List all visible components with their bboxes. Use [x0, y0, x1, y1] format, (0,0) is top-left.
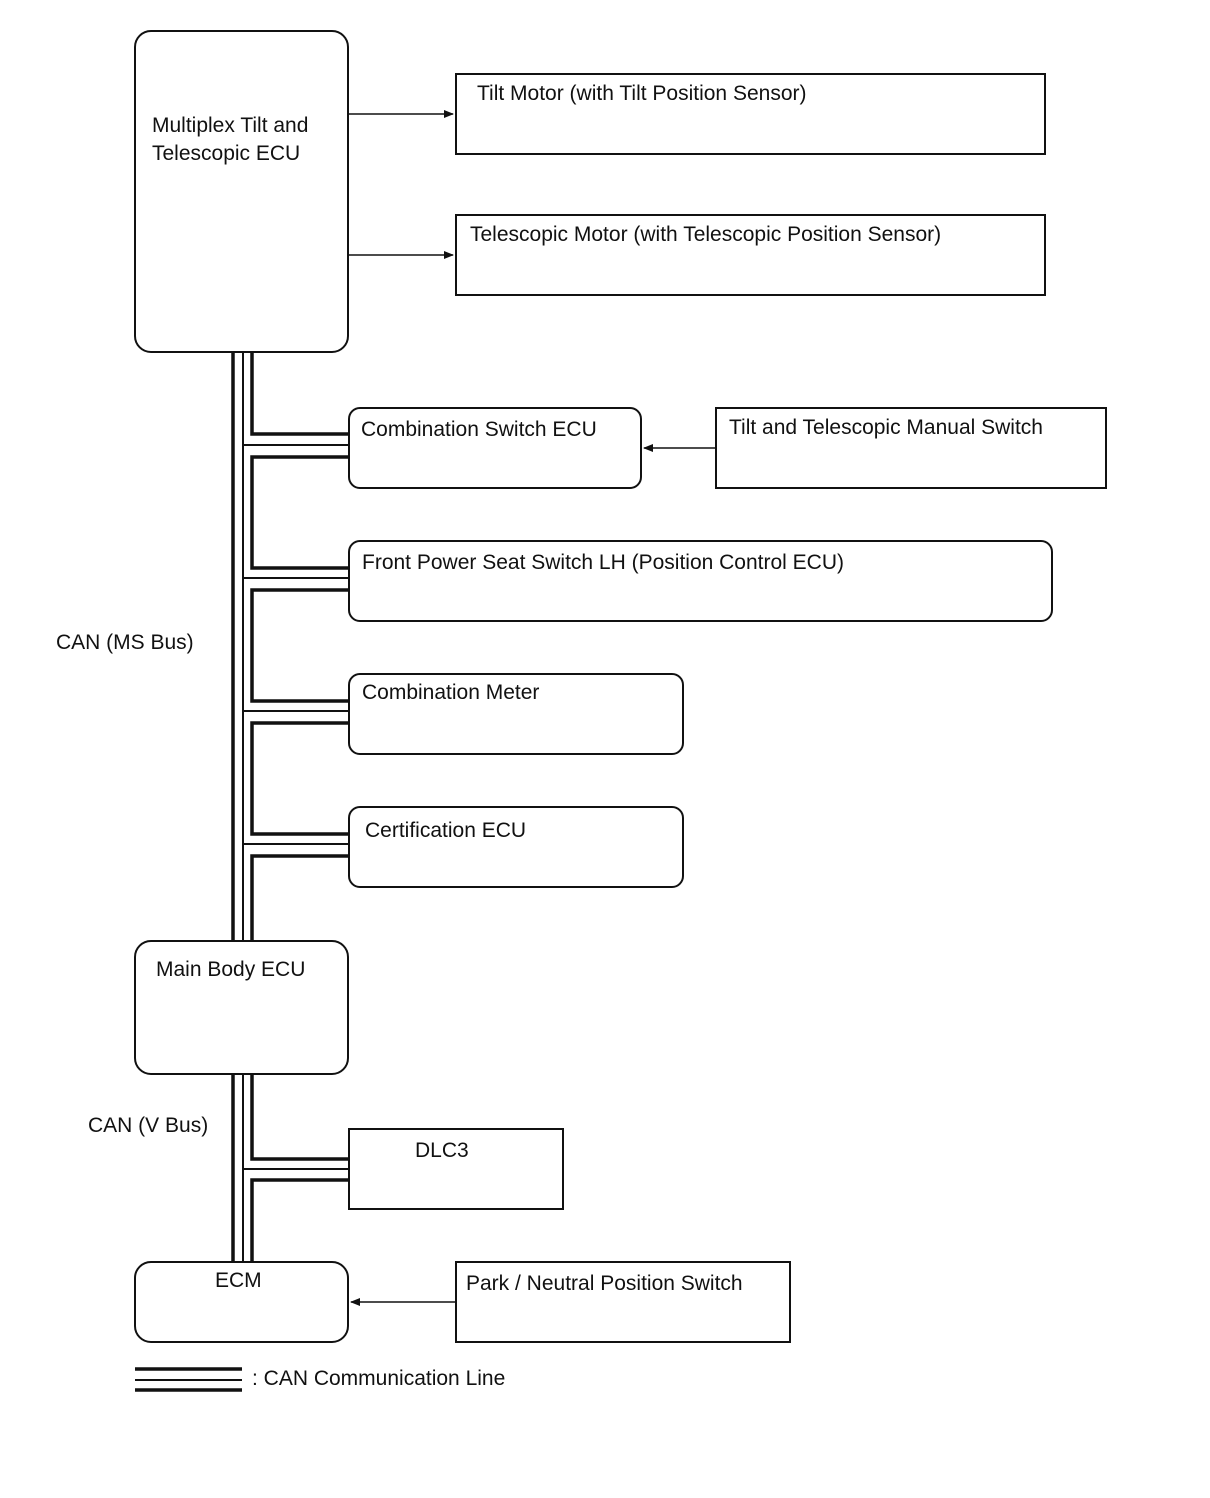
legend-can-line-label: : CAN Communication Line	[252, 1367, 506, 1390]
label-certification-ecu: Certification ECU	[365, 819, 527, 842]
label-ecm: ECM	[215, 1269, 262, 1292]
label-combination-meter: Combination Meter	[362, 681, 540, 704]
label-can-ms-bus: CAN (MS Bus)	[56, 631, 194, 654]
can-ms-bus	[231, 352, 349, 941]
box-telescopic-motor	[455, 214, 1046, 296]
label-front-power-seat: Front Power Seat Switch LH (Position Con…	[362, 551, 845, 574]
box-combination-meter	[348, 673, 684, 755]
can-line-legend-symbol	[135, 1367, 242, 1392]
label-park-neutral: Park / Neutral Position Switch	[466, 1272, 743, 1295]
box-tilt-ecu	[134, 30, 349, 353]
box-certification-ecu	[348, 806, 684, 888]
label-dlc3: DLC3	[415, 1139, 469, 1162]
label-telescopic-motor: Telescopic Motor (with Telescopic Positi…	[470, 223, 942, 246]
box-combination-switch-ecu	[348, 407, 642, 489]
can-v-bus	[231, 1074, 349, 1262]
label-combination-switch-ecu: Combination Switch ECU	[361, 418, 597, 441]
label-tilt-ecu: Multiplex Tilt and Telescopic ECU	[152, 114, 309, 165]
label-can-v-bus: CAN (V Bus)	[88, 1114, 209, 1137]
label-main-body-ecu: Main Body ECU	[156, 958, 306, 981]
box-tilt-motor	[455, 73, 1046, 155]
label-manual-switch: Tilt and Telescopic Manual Switch	[729, 416, 1043, 439]
box-ecm	[134, 1261, 349, 1343]
box-front-power-seat	[348, 540, 1053, 622]
box-main-body-ecu	[134, 940, 349, 1075]
label-tilt-motor: Tilt Motor (with Tilt Position Sensor)	[477, 82, 807, 105]
